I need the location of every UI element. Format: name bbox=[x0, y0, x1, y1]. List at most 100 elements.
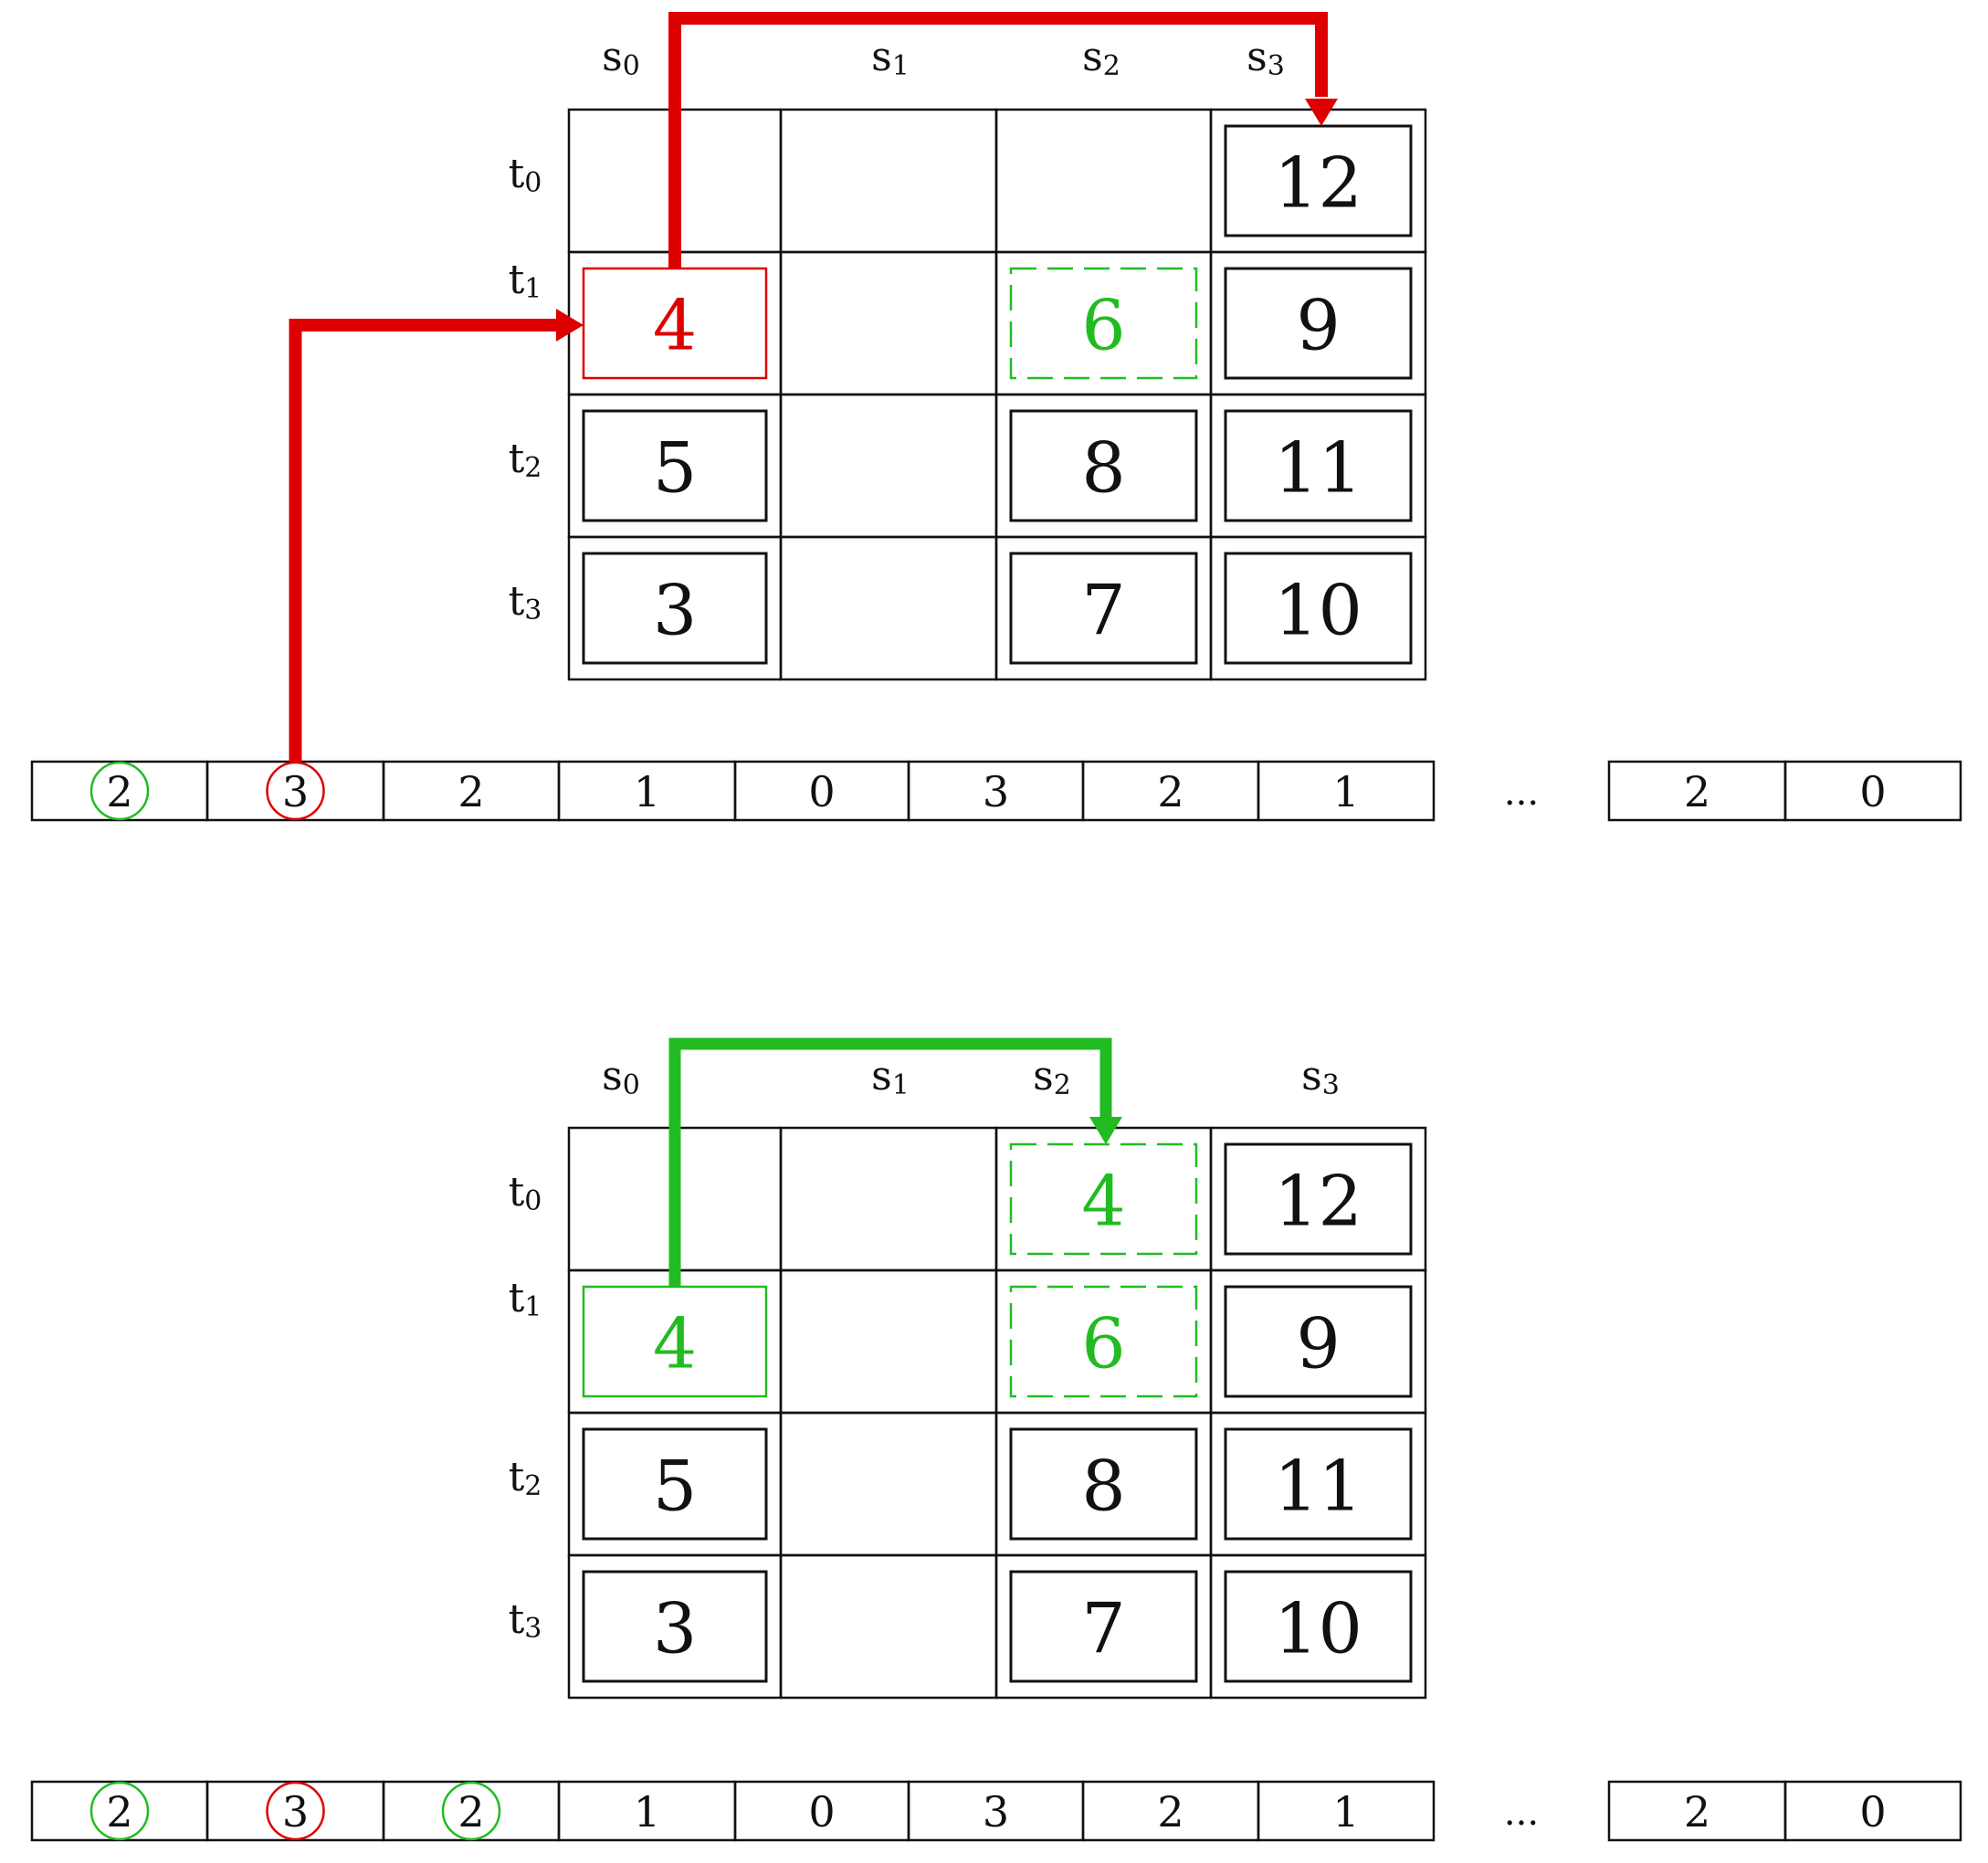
cell-value: 3 bbox=[653, 570, 697, 651]
sequence-circle-marker bbox=[89, 1781, 150, 1841]
sequence-value: 1 bbox=[634, 767, 660, 816]
sequence-value: 3 bbox=[983, 1787, 1009, 1837]
row-header-sub: 1 bbox=[524, 273, 542, 305]
row-header-sub: 0 bbox=[524, 1185, 542, 1217]
cell-value: 10 bbox=[1274, 570, 1362, 651]
column-header-sub: 3 bbox=[1267, 50, 1285, 82]
row-header-t3: t3 bbox=[509, 1596, 542, 1645]
cell-value: 6 bbox=[1081, 285, 1125, 366]
cell-value: 8 bbox=[1081, 1446, 1125, 1527]
sequence-circle-marker bbox=[266, 761, 325, 821]
sequence-value: 0 bbox=[1859, 767, 1886, 816]
column-header-sub: 0 bbox=[623, 1069, 640, 1101]
column-header-s1: s1 bbox=[871, 34, 910, 82]
grid-cell-2-1 bbox=[779, 1411, 998, 1557]
arrow-red-head bbox=[556, 309, 584, 342]
sequence-cell bbox=[1783, 1780, 1962, 1842]
row-header-sub: 0 bbox=[524, 167, 542, 199]
arrow-green-head bbox=[1089, 1117, 1122, 1144]
value-box-1-2 bbox=[1009, 1285, 1198, 1398]
column-header-base: s bbox=[871, 34, 892, 80]
sequence-circle-marker bbox=[266, 1781, 325, 1841]
sequence-value: 2 bbox=[106, 767, 132, 816]
grid bbox=[567, 108, 1427, 681]
column-header-s0: s0 bbox=[602, 34, 640, 82]
grid-cell-3-1 bbox=[779, 1553, 998, 1700]
value-box-2-2 bbox=[1009, 409, 1198, 522]
column-header-s3: s3 bbox=[1246, 34, 1285, 82]
cell-value: 11 bbox=[1274, 1446, 1362, 1527]
value-box-2-0 bbox=[582, 1427, 768, 1541]
grid-cell-1-1 bbox=[779, 250, 998, 396]
cell-value: 6 bbox=[1081, 1303, 1125, 1384]
cell-value: 8 bbox=[1081, 427, 1125, 509]
column-header-sub: 2 bbox=[1054, 1069, 1071, 1101]
cell-value: 7 bbox=[1081, 1588, 1125, 1669]
column-header-sub: 2 bbox=[1103, 50, 1120, 82]
cell-value: 10 bbox=[1274, 1588, 1362, 1669]
column-header-base: s bbox=[602, 34, 623, 80]
cell-value: 11 bbox=[1274, 427, 1362, 509]
sequence-value: 0 bbox=[808, 767, 835, 816]
row-header-sub: 2 bbox=[524, 452, 542, 484]
row-header-base: t bbox=[509, 436, 525, 482]
value-box-0-2 bbox=[1009, 1142, 1198, 1256]
cell-value: 5 bbox=[653, 1446, 697, 1527]
value-box-3-2 bbox=[1009, 1570, 1198, 1683]
row-header-t1: t1 bbox=[509, 1275, 542, 1323]
arrow-red-shaft bbox=[289, 319, 560, 762]
arrow-red-shaft bbox=[668, 12, 1328, 268]
sequence-value: 2 bbox=[1157, 767, 1183, 816]
sequence-value: 2 bbox=[1157, 1787, 1183, 1837]
sequence-ellipsis: ... bbox=[1504, 1792, 1539, 1834]
sequence-value: 0 bbox=[1859, 1787, 1886, 1837]
sequence-ellipsis: ... bbox=[1504, 772, 1539, 814]
arrow-green-shaft bbox=[668, 1037, 1112, 1287]
cell-value: 12 bbox=[1274, 1161, 1362, 1242]
column-header-base: s bbox=[1246, 34, 1267, 80]
value-box-2-3 bbox=[1224, 409, 1413, 522]
row-header-sub: 2 bbox=[524, 1470, 542, 1502]
row-header-t2: t2 bbox=[509, 1454, 542, 1502]
sequence-cell bbox=[1257, 1780, 1436, 1842]
grid-cell-0-2 bbox=[994, 108, 1213, 254]
grid-cell-0-1 bbox=[779, 1126, 998, 1272]
arrow-red-head bbox=[1305, 99, 1338, 126]
column-header-s1: s1 bbox=[871, 1053, 910, 1101]
column-header-s0: s0 bbox=[602, 1053, 640, 1101]
row-header-sub: 1 bbox=[524, 1291, 542, 1323]
grid-cell-3-3 bbox=[1209, 1553, 1427, 1700]
sequence-value: 2 bbox=[1684, 1787, 1710, 1837]
sequence-value: 3 bbox=[282, 767, 309, 816]
row-header-sub: 3 bbox=[524, 1613, 542, 1645]
column-header-base: s bbox=[1033, 1053, 1054, 1100]
value-box-2-2 bbox=[1009, 1427, 1198, 1541]
cell-value: 5 bbox=[653, 427, 697, 509]
cell-value: 12 bbox=[1274, 142, 1362, 224]
grid-cell-2-1 bbox=[779, 393, 998, 539]
sequence-value: 3 bbox=[983, 767, 1009, 816]
row-header-t0: t0 bbox=[509, 151, 542, 199]
sequence-circle-marker bbox=[441, 1781, 501, 1841]
sequence-value: 0 bbox=[808, 1787, 835, 1837]
column-header-sub: 0 bbox=[623, 50, 640, 82]
row-header-base: t bbox=[509, 257, 525, 303]
value-box-1-2 bbox=[1009, 267, 1198, 380]
row-header-t0: t0 bbox=[509, 1169, 542, 1217]
grid-cell-0-1 bbox=[779, 108, 998, 254]
row-header-t3: t3 bbox=[509, 578, 542, 626]
value-box-1-0 bbox=[582, 267, 768, 380]
sequence-value: 1 bbox=[634, 1787, 660, 1837]
grid-cell-3-1 bbox=[779, 535, 998, 681]
sequence-value: 2 bbox=[1684, 767, 1710, 816]
column-header-s3: s3 bbox=[1301, 1053, 1340, 1101]
sequence-value: 2 bbox=[458, 1787, 484, 1837]
column-header-base: s bbox=[1301, 1053, 1322, 1100]
cell-value: 3 bbox=[653, 1588, 697, 1669]
column-header-base: s bbox=[1082, 34, 1103, 80]
value-box-3-2 bbox=[1009, 552, 1198, 665]
